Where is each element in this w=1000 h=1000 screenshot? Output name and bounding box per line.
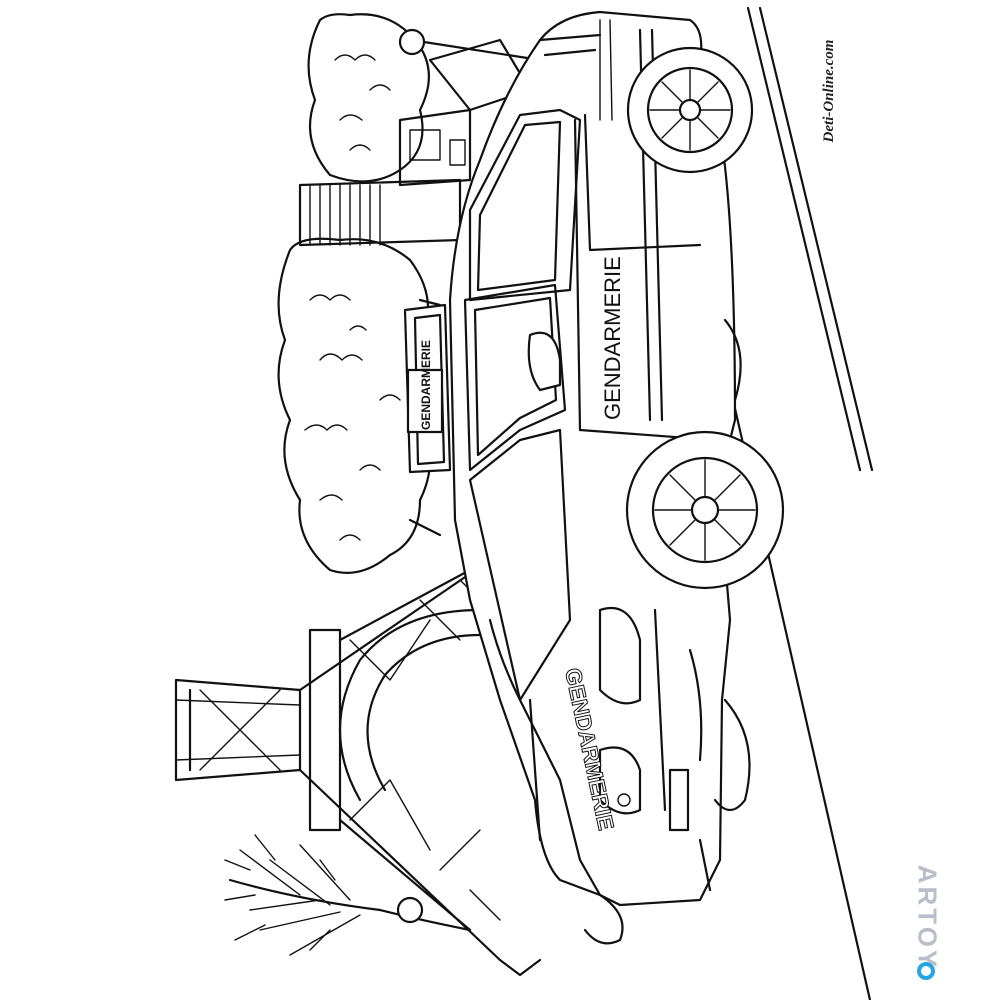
artoyo-watermark: ARTOY [905, 862, 949, 984]
police-car: GENDARMERIE GENDARMERIE [448, 10, 737, 907]
rear-wheel [626, 46, 754, 174]
watermark-circle-icon [917, 962, 935, 980]
roof-light-bar: GENDARMERIE [403, 303, 452, 474]
eiffel-tower [174, 558, 542, 977]
leafy-trees [277, 13, 542, 574]
bare-tree [224, 834, 472, 956]
car-side-label: GENDARMERIE [600, 256, 625, 420]
site-credit: Deti-Online.com [821, 39, 837, 143]
front-wheel [625, 430, 785, 590]
hidden-wheels [583, 318, 751, 945]
lightbar-label: GENDARMERIE [419, 340, 433, 430]
